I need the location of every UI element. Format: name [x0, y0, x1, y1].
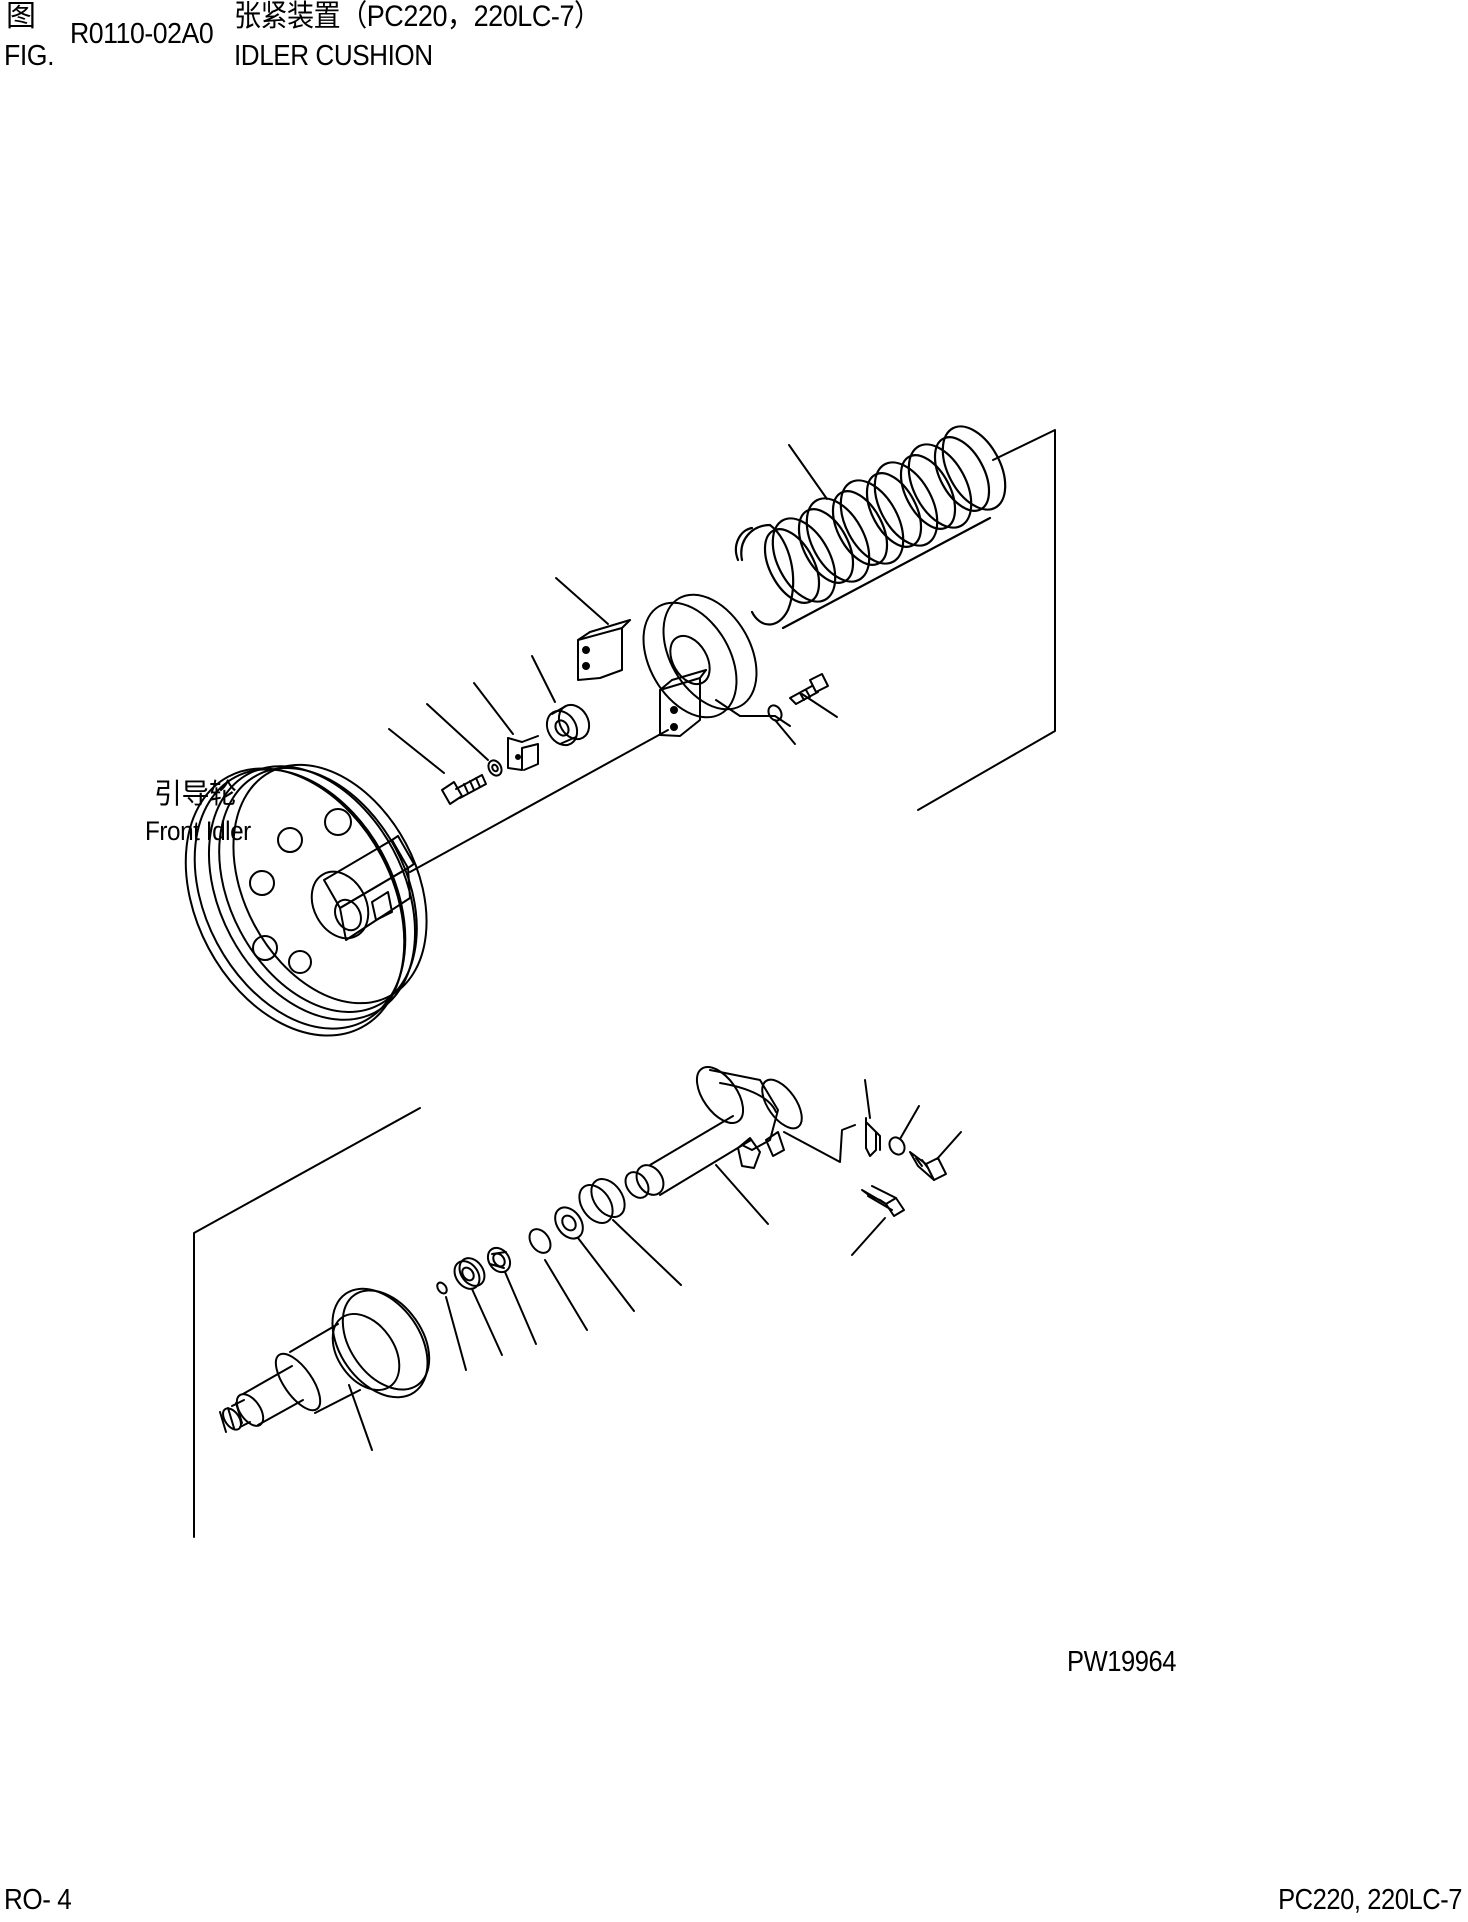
bolt-lower-right: [910, 1152, 946, 1180]
leader-lines-lower: [349, 1080, 961, 1450]
leader-lines-upper: [389, 445, 837, 773]
drawing-number: PW19964: [1067, 1646, 1176, 1678]
page-number: RO- 4: [4, 1884, 72, 1916]
washer-lower: [449, 1253, 489, 1293]
nut: [541, 699, 595, 750]
yoke-bracket: [578, 578, 790, 736]
front-idler: [142, 731, 466, 1074]
cotter-pin: [435, 1281, 448, 1295]
bolt-upper-left: [442, 775, 486, 804]
upper-assembly-boundary: [918, 430, 1055, 810]
collar: [572, 1173, 631, 1229]
rod: [219, 1271, 447, 1433]
figure-label-en: FIG.: [4, 40, 55, 72]
bolt-upper-right: [790, 674, 828, 704]
washer-upper-left: [486, 758, 504, 778]
figure-label-cn: 图: [6, 0, 36, 33]
washer-upper-right: [766, 703, 784, 723]
model-footer: PC220, 220LC-7: [1278, 1884, 1462, 1916]
figure-title-cn: 张紧装置（PC220，220LC-7）: [234, 0, 601, 33]
recoil-spring: [736, 416, 1018, 628]
lower-assembly-boundary: [194, 1108, 420, 1537]
assembly-guide-line-upper: [410, 730, 668, 872]
figure-code: R0110-02A0: [70, 18, 214, 50]
cylinder: [621, 1059, 855, 1202]
figure-title-en: IDLER CUSHION: [234, 40, 433, 72]
lock-plate-lower: [866, 1118, 880, 1156]
washer-lower-right: [886, 1135, 907, 1158]
grease-fitting: [862, 1186, 904, 1216]
seal-ring: [549, 1202, 588, 1244]
lock-plate: [508, 736, 538, 770]
slotted-nut: [483, 1244, 514, 1277]
snap-ring: [525, 1225, 555, 1257]
